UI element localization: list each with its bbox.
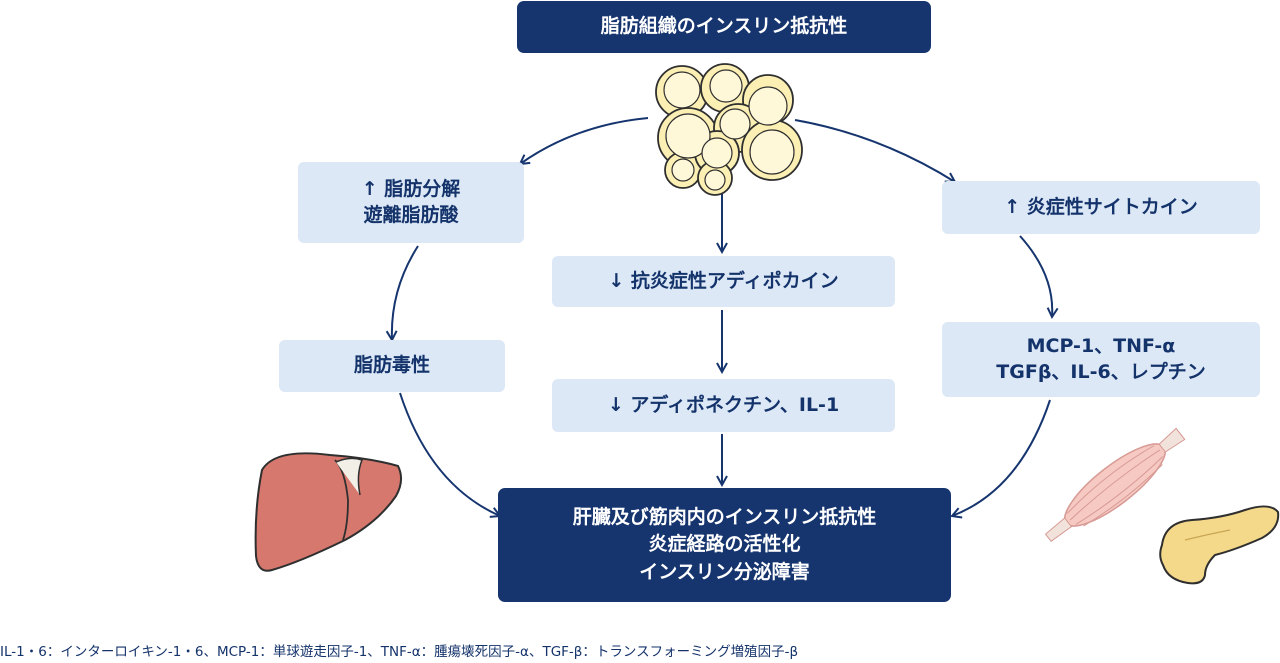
free-fatty-acid-label: 遊離脂肪酸 bbox=[363, 203, 459, 226]
lipotoxicity-box: 脂肪毒性 bbox=[279, 340, 505, 392]
adiponectin-il1-label: ↓ アディポネクチン、IL-1 bbox=[607, 393, 840, 416]
arrow-cytokines-to-mcp bbox=[1019, 235, 1052, 317]
adipose-insulin-resistance-box: 脂肪組織のインスリン抵抗性 bbox=[517, 1, 931, 53]
lipolysis-label: ↑ 脂肪分解 bbox=[361, 177, 461, 200]
inflammatory-pathway-activation-label: 炎症経路の活性化 bbox=[648, 533, 801, 556]
adiponectin-il1-box: ↓ アディポネクチン、IL-1 bbox=[552, 379, 895, 432]
lipotoxicity-label: 脂肪毒性 bbox=[353, 354, 430, 377]
anti-inflammatory-adipokines-box: ↓ 抗炎症性アディポカイン bbox=[552, 256, 895, 307]
inflammatory-cytokines-box: ↑ 炎症性サイトカイン bbox=[942, 181, 1260, 234]
cytokine-list-box: MCP-1、TNF-α TGFβ、IL-6、レプチン bbox=[942, 322, 1260, 397]
arrow-fat-to-lipolysis bbox=[520, 117, 649, 164]
abbreviation-footnote: IL-1・6：インターロイキン-1・6、MCP-1：単球遊走因子-1、TNF-α… bbox=[0, 644, 799, 660]
insulin-secretion-impairment-label: インスリン分泌障害 bbox=[639, 560, 810, 583]
arrow-fat-to-cytokines bbox=[794, 119, 955, 182]
mcp-tnf-label: MCP-1、TNF-α bbox=[1026, 334, 1176, 357]
arrow-lipotoxicity-to-bottom bbox=[399, 392, 500, 516]
tgf-il6-leptin-label: TGFβ、IL-6、レプチン bbox=[996, 360, 1206, 383]
arrow-mcp-to-bottom bbox=[952, 399, 1051, 516]
lipolysis-ffa-box: ↑ 脂肪分解 遊離脂肪酸 bbox=[298, 162, 524, 243]
adipose-insulin-resistance-label: 脂肪組織のインスリン抵抗性 bbox=[600, 15, 848, 38]
arrow-lipolysis-to-lipotoxicity bbox=[392, 245, 419, 340]
systemic-effects-box: 肝臓及び筋肉内のインスリン抵抗性 炎症経路の活性化 インスリン分泌障害 bbox=[498, 488, 951, 602]
inflammatory-cytokines-label: ↑ 炎症性サイトカイン bbox=[1004, 195, 1198, 218]
liver-muscle-insulin-resistance-label: 肝臓及び筋肉内のインスリン抵抗性 bbox=[572, 505, 877, 528]
anti-inflammatory-adipokines-label: ↓ 抗炎症性アディポカイン bbox=[608, 269, 839, 292]
